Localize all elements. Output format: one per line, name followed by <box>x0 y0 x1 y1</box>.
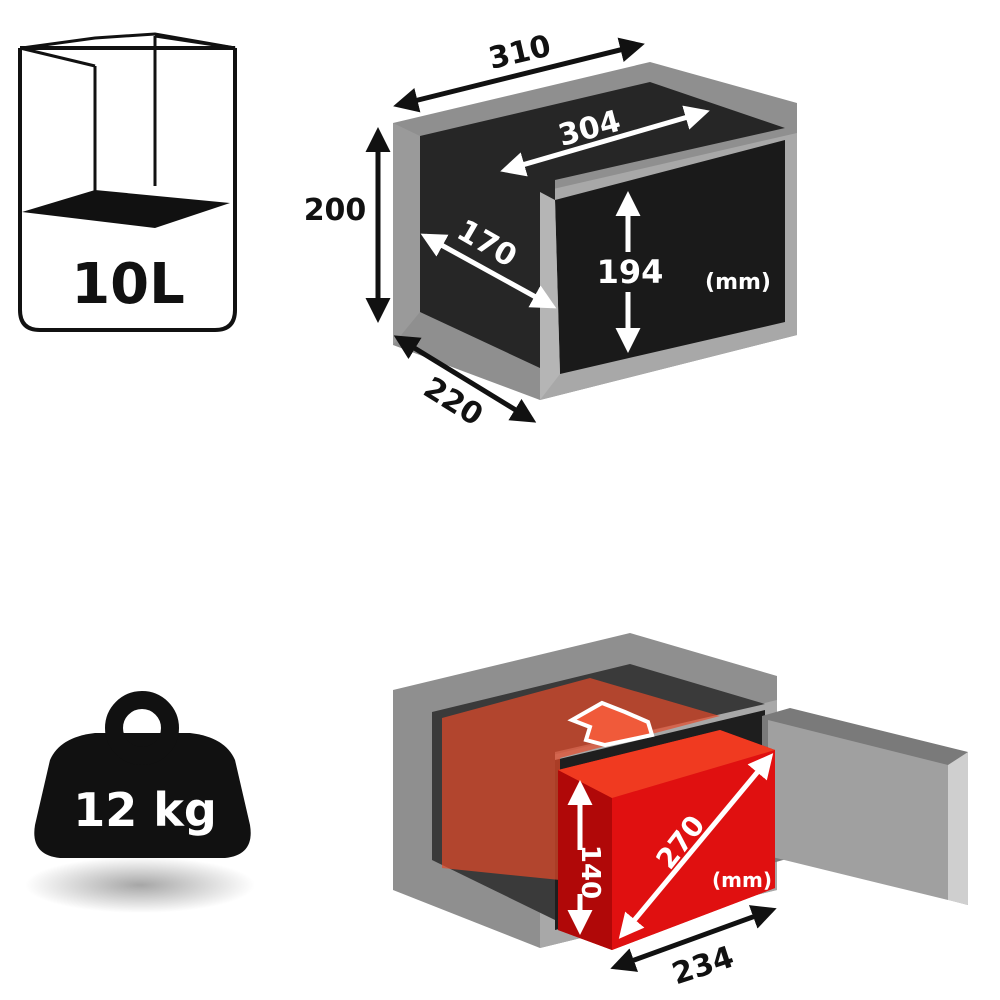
document-height-dimension: 140 <box>562 780 605 935</box>
outer-width-dimension: 310 <box>393 29 645 113</box>
outer-depth-label: 220 <box>417 371 489 434</box>
weight-icon: 12 kg <box>25 691 255 913</box>
volume-icon: 10L <box>18 32 237 332</box>
outer-height-label: 200 <box>304 193 367 228</box>
document-width-label: 234 <box>668 940 738 993</box>
document-unit-label: (mm) <box>712 868 772 892</box>
volume-label: 10L <box>71 252 185 317</box>
weight-label: 12 kg <box>73 783 217 837</box>
inner-height-dimension: 194 <box>597 191 664 353</box>
insert-arrow-icon <box>567 700 655 748</box>
document-height-label: 140 <box>575 845 605 899</box>
inner-height-label: 194 <box>597 253 664 291</box>
inner-unit-label: (mm) <box>705 270 771 295</box>
outer-height-dimension: 200 <box>304 127 391 323</box>
safe-door <box>762 708 968 905</box>
safe-dimension-diagram <box>393 62 797 400</box>
